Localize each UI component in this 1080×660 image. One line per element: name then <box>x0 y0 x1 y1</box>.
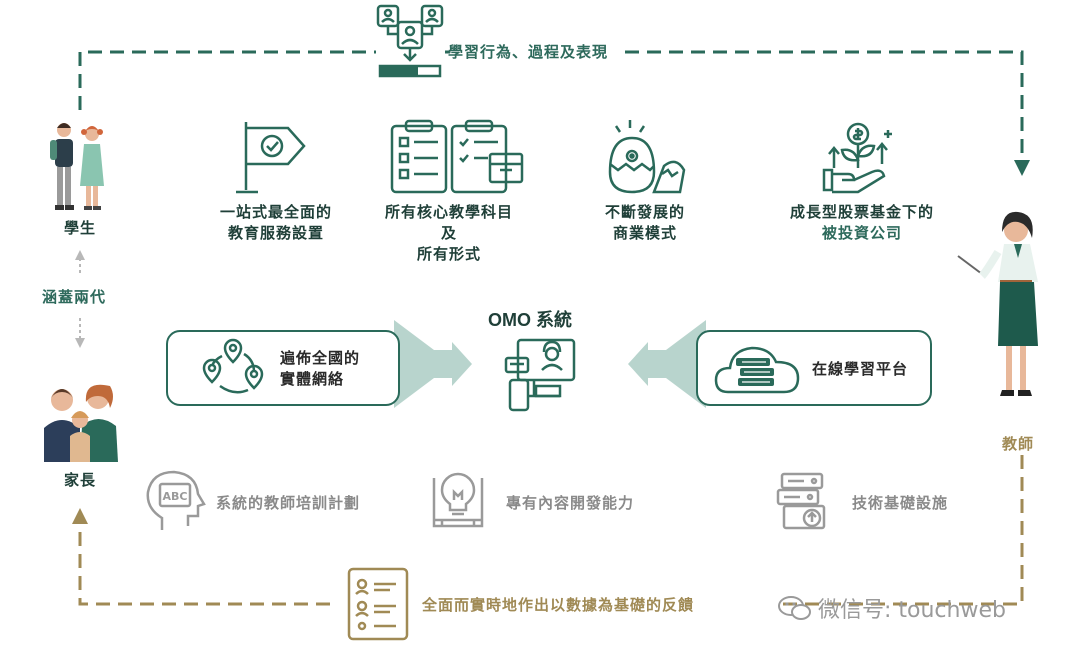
parent-label: 家長 <box>63 471 96 489</box>
left-fan-arrow <box>394 320 472 408</box>
feature-label-business-model: 不斷發展的商業模式 <box>604 203 685 242</box>
student-icon <box>50 123 104 210</box>
watermark-text: 微信号: touchweb <box>818 598 1006 623</box>
omo-devices-icon <box>504 338 576 412</box>
teacher-training-label: 系統的教師培訓計劃 <box>216 494 361 512</box>
clipboard-icon <box>390 119 524 194</box>
teacher-icon <box>957 211 1038 396</box>
right-fan-arrow <box>628 320 706 408</box>
top-loop-label: 學習行為、過程及表現 <box>448 43 609 61</box>
online-platform-label: 在線學習平台 <box>812 360 909 378</box>
head-abc-icon: ABC <box>146 470 206 530</box>
watermark: 微信号: touchweb <box>778 592 1006 624</box>
money-plant-hand-icon <box>822 122 892 194</box>
feedback-label: 全面而實時地作出以數據為基礎的反饋 <box>422 596 695 614</box>
content-development-label: 專有內容開發能力 <box>506 494 635 512</box>
student-label: 學生 <box>63 219 96 237</box>
online-platform-box <box>696 330 932 406</box>
feedback-report-icon <box>347 567 409 641</box>
physical-network-label: 遍佈全國的實體網絡 <box>280 349 361 388</box>
tech-infrastructure-label: 技術基礎設施 <box>852 494 949 512</box>
hatching-egg-icon <box>608 120 686 194</box>
server-upload-icon <box>776 472 826 530</box>
lightbulb-book-icon <box>432 472 484 528</box>
wechat-icon <box>778 596 811 620</box>
flag-check-icon <box>236 122 306 194</box>
feature-label-portfolio-company: 成長型股票基金下的被投資公司 <box>789 203 934 242</box>
omo-system-title: OMO 系統 <box>488 310 572 330</box>
feature-label-one-stop: 一站式最全面的教育服務設置 <box>219 203 332 242</box>
cloud-books-icon <box>714 346 800 394</box>
generation-label: 涵蓋兩代 <box>42 288 107 306</box>
feature-label-core-subjects: 所有核心教學科目及所有形式 <box>384 203 513 263</box>
parent-family-icon <box>44 384 118 462</box>
teacher-label: 教師 <box>1002 435 1035 453</box>
location-network-icon <box>202 338 264 394</box>
svg-text:ABC: ABC <box>163 490 188 503</box>
learning-behavior-icon <box>376 4 444 78</box>
